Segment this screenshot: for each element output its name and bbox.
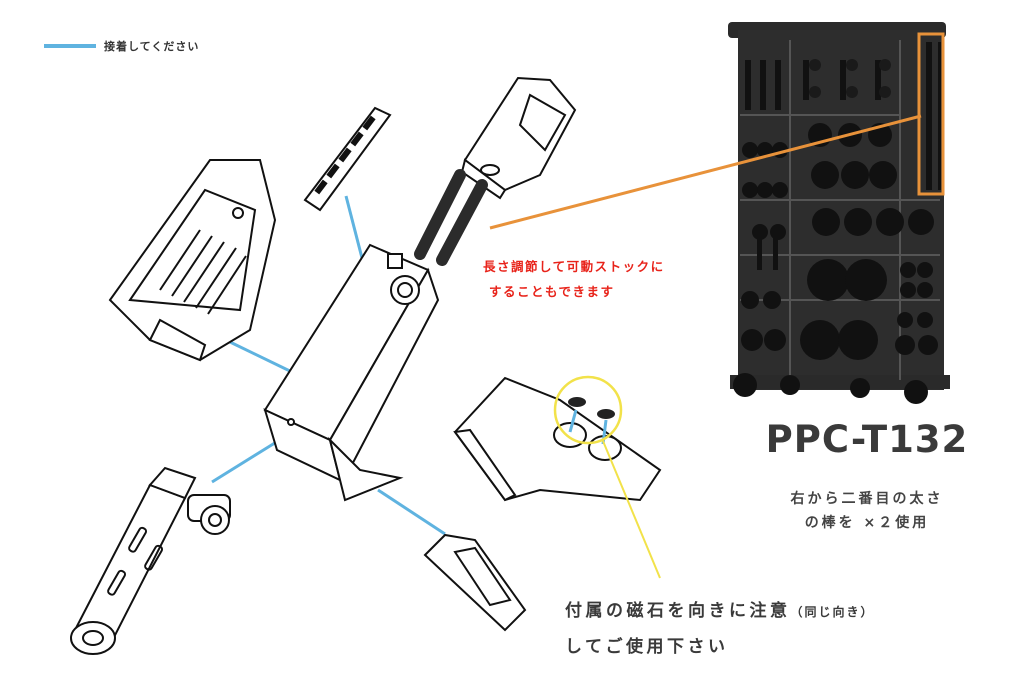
- barrel-part: [70, 466, 231, 655]
- legend-text: 接着してください: [104, 40, 200, 53]
- runner-note-line2: の棒を ×２使用: [804, 515, 930, 531]
- magnet-holder-part: [453, 376, 662, 502]
- magnets: [568, 397, 615, 445]
- runner-sprue: [728, 22, 950, 404]
- model-number: PPC-T132: [765, 418, 969, 461]
- left-housing-part: [108, 159, 277, 362]
- magnet-note-paren: （同じ向き）: [790, 605, 875, 619]
- stock-end-part: [460, 76, 577, 200]
- callout-line: [489, 114, 922, 230]
- stock-rods: [414, 169, 488, 266]
- magnet-note-line2: してご使用下さい: [565, 637, 729, 657]
- main-body-part: [263, 243, 440, 502]
- magnet-highlight-circle: [553, 375, 623, 445]
- grip-plate-part: [423, 533, 527, 632]
- magnet-note-main: 付属の磁石を向きに注意: [565, 601, 791, 621]
- legend-glue-line: [44, 44, 96, 48]
- stock-note-line1: 長さ調節して可動ストックに: [483, 259, 665, 274]
- magnet-note-line1: 付属の磁石を向きに注意（同じ向き）: [565, 596, 875, 621]
- stock-note-line2: することもできます: [489, 284, 615, 299]
- runner-note-line1: 右から二番目の太さ: [790, 491, 944, 507]
- magnet-pointer-line: [602, 440, 661, 579]
- glue-lines: [211, 195, 446, 536]
- legend: 接着してください: [44, 38, 199, 54]
- top-rail-part: [303, 106, 392, 212]
